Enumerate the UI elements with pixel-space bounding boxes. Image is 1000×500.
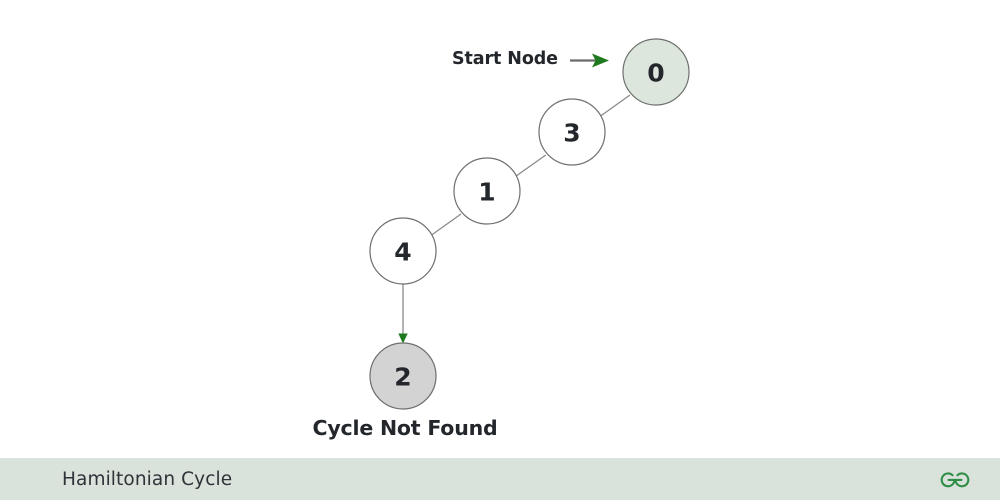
result-status-label: Cycle Not Found [312,416,498,440]
edge-line-3-1 [513,154,547,179]
node-4-label: 4 [394,238,411,267]
edge-line-0-3 [598,94,631,119]
node-3[interactable]: 3 [538,98,606,166]
geeksforgeeks-logo[interactable] [932,466,978,492]
arrowhead-4-2 [398,333,408,344]
node-1[interactable]: 1 [453,157,521,225]
node-3-label: 3 [563,119,580,148]
node-4-circle[interactable] [369,217,437,285]
node-1-label: 1 [478,178,495,207]
footer-title: Hamiltonian Cycle [62,468,233,490]
node-2[interactable]: 2 [369,342,437,410]
node-2-label: 2 [394,363,411,392]
node-0-label: 0 [647,59,664,88]
geeksforgeeks-logo-mark [940,472,970,488]
node-3-circle[interactable] [538,98,606,166]
node-0-circle[interactable] [622,38,690,106]
node-2-circle[interactable] [369,342,437,410]
footer-bar: Hamiltonian Cycle [0,458,1000,500]
node-0[interactable]: 0 [622,38,690,106]
start-node-label: Start Node [452,49,558,69]
start-pointer-arrowhead [592,53,609,68]
node-1-circle[interactable] [453,157,521,225]
edge-4-to-2 [398,284,408,344]
graph-svg: 0 3 1 4 2 [369,38,690,410]
diagram-canvas: 0 3 1 4 2 Start Node Cycle Not Found [312,38,690,440]
start-node-pointer [570,53,609,68]
node-4[interactable]: 4 [369,217,437,285]
edge-line-1-4 [429,213,462,238]
